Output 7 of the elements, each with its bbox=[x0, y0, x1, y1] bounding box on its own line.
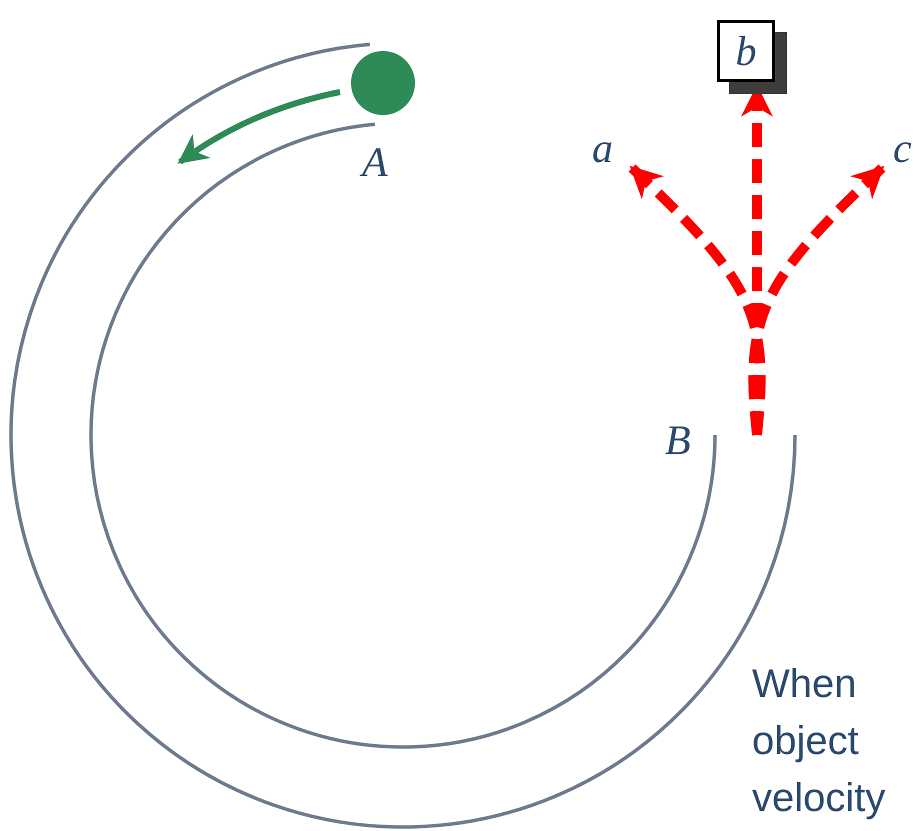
arrow bbox=[628, 164, 766, 436]
arrow bbox=[748, 164, 886, 436]
point-label: B bbox=[665, 420, 691, 462]
note-text: When object velocity bbox=[752, 661, 886, 822]
arrow-label: c bbox=[893, 128, 912, 170]
arrow-label: a bbox=[592, 128, 613, 170]
point-label: A bbox=[362, 142, 388, 184]
